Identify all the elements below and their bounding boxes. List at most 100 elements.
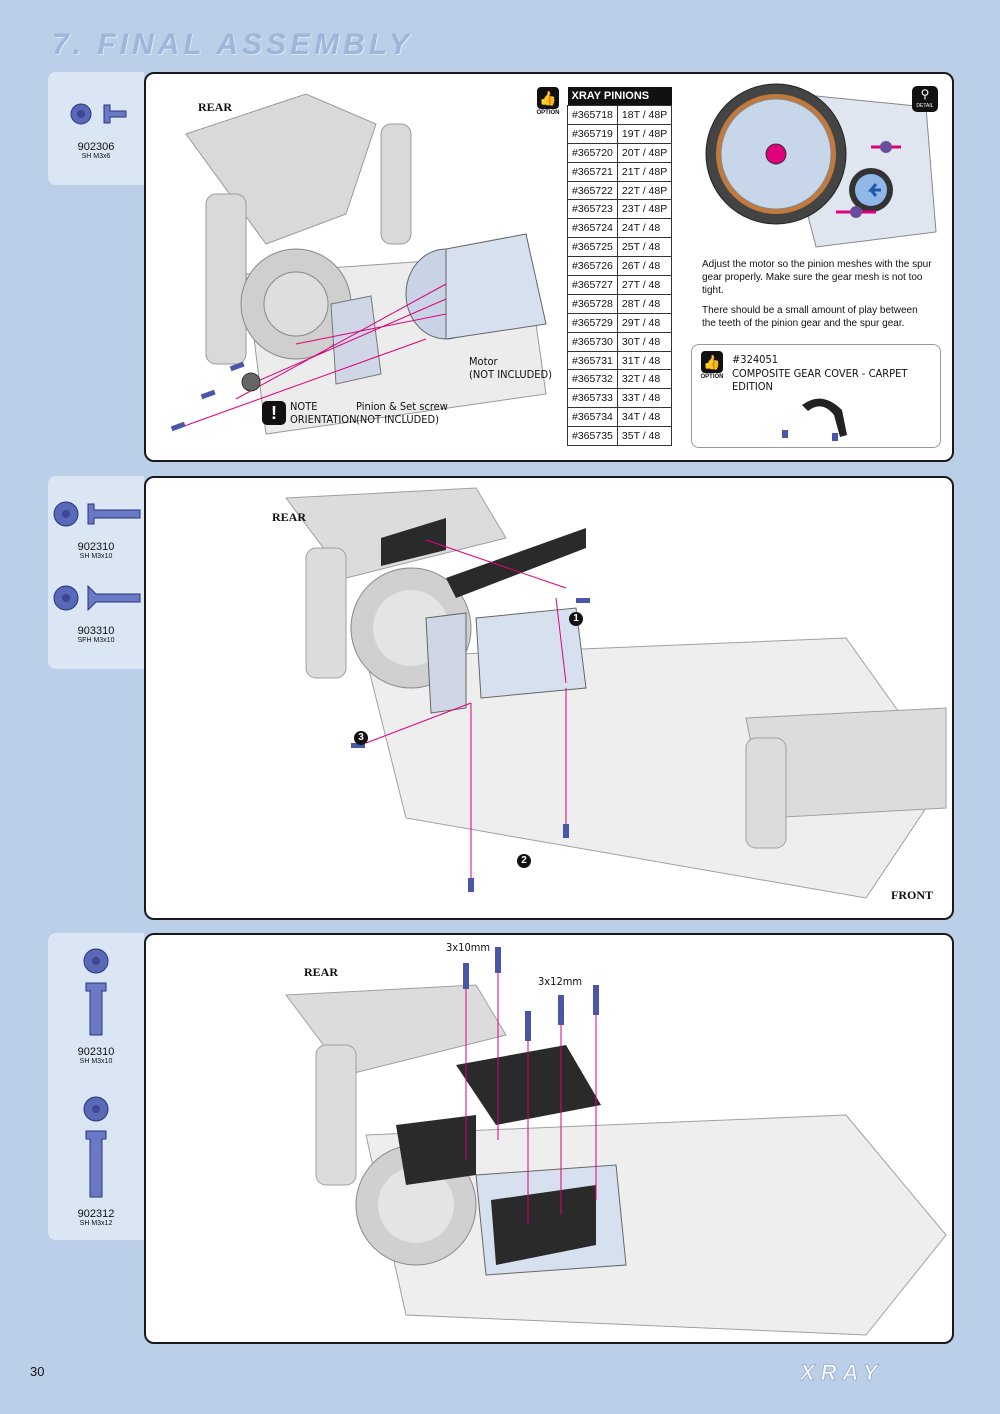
chassis-illustration (285, 487, 947, 899)
pinion-part-number: #365724 (567, 218, 618, 239)
part-902312: 902312 SH M3x12 (48, 1093, 144, 1227)
pinion-part-number: #365732 (567, 369, 618, 390)
part-902310: 902310 SH M3x10 (48, 945, 144, 1065)
option-text: OPTION (536, 110, 560, 116)
rear-label: REAR (272, 510, 307, 524)
pinion-label: Pinion & Set screw (NOT INCLUDED) (356, 400, 448, 426)
pinion-teeth-pitch: 20T / 48P (616, 142, 673, 163)
pinion-part-number: #365731 (567, 350, 618, 371)
detail-badge: ⚲ DETAIL (912, 86, 938, 112)
pinion-teeth-pitch: 25T / 48 (616, 237, 673, 258)
part-code: 902310 (77, 1046, 115, 1058)
part-902306: 902306 SH M3x6 (48, 96, 144, 160)
motor-label-line1: Motor (469, 355, 498, 368)
step-panel-2: REAR FRONT 1 2 3 (144, 476, 954, 920)
option-gear-cover-box: 👍 OPTION #324051 COMPOSITE GEAR COVER - … (691, 344, 941, 448)
parts-bag-1: 902306 SH M3x6 (48, 72, 144, 185)
note-label-line1: NOTE (290, 400, 318, 413)
gear-play-instruction: There should be a small amount of play b… (702, 305, 918, 329)
page-title: 7. FINAL ASSEMBLY (52, 28, 413, 61)
screw-size-3x10: 3x10mm (446, 941, 491, 954)
screw-icon (70, 103, 127, 125)
option-badge: 👍 OPTION (534, 87, 562, 116)
gear-mesh-instruction: Adjust the motor so the pinion meshes wi… (702, 259, 932, 296)
pinion-teeth-pitch: 22T / 48P (616, 180, 673, 201)
part-code: 903310 (77, 625, 115, 637)
step-number-2: 2 (517, 854, 531, 868)
part-desc: SH M3x6 (81, 153, 111, 160)
note-label: NOTE ORIENTATION (290, 400, 356, 426)
pinion-teeth-pitch: 32T / 48 (616, 369, 673, 390)
screw-icon (83, 948, 109, 1036)
detail-text: DETAIL (916, 103, 934, 109)
step-number-3: 3 (354, 731, 368, 745)
pinion-part-number: #365719 (567, 123, 618, 144)
option-part-code: #324051 (732, 353, 779, 366)
pinion-part-number: #365721 (567, 161, 618, 182)
pinion-part-number: #365733 (567, 388, 618, 409)
part-code: 902310 (77, 541, 115, 553)
part-903310: 903310 SFH M3x10 (48, 580, 144, 644)
part-902310: 902310 SH M3x10 (48, 496, 144, 560)
pinion-part-number: #365718 (567, 105, 618, 125)
pinion-teeth-pitch: 33T / 48 (616, 388, 673, 409)
motor-icon (475, 607, 587, 699)
part-code: 902306 (77, 141, 115, 153)
pinions-table-title: XRAY PINIONS (567, 87, 672, 106)
part-code: 902312 (77, 1208, 115, 1220)
parts-bag-3: 902310 SH M3x10 902312 SH M3x12 (48, 933, 144, 1240)
step-panel-1: REAR Motor (NOT INCLUDED) ! NOTE ORIENTA… (144, 72, 954, 462)
pinion-part-number: #365728 (567, 293, 618, 314)
pinion-part-number: #365727 (567, 275, 618, 295)
screw-icon (83, 1096, 109, 1198)
parts-bag-2: 902310 SH M3x10 903310 SFH M3x10 (48, 476, 144, 669)
pinion-teeth-pitch: 29T / 48 (616, 312, 673, 333)
xray-logo: XRAY (798, 1360, 950, 1389)
part-desc: SH M3x10 (79, 553, 113, 560)
screw-size-3x12: 3x12mm (538, 975, 583, 988)
pinion-teeth-pitch: 35T / 48 (616, 426, 673, 447)
pinion-teeth-pitch: 28T / 48 (616, 293, 673, 314)
motor-icon (405, 233, 547, 340)
option-part-name: COMPOSITE GEAR COVER - CARPET EDITION (732, 367, 908, 393)
option-text: OPTION (700, 374, 724, 380)
pinion-teeth-pitch: 19T / 48P (616, 123, 673, 144)
motor-label-line2: (NOT INCLUDED) (469, 368, 553, 381)
rear-label: REAR (198, 100, 233, 114)
motor-label: Motor (NOT INCLUDED) (469, 355, 552, 381)
pinion-part-number: #365735 (567, 426, 618, 447)
pinion-teeth-pitch: 34T / 48 (616, 407, 673, 428)
part-desc: SH M3x12 (79, 1220, 113, 1227)
step-panel-3: REAR 3x10mm 3x12mm (144, 933, 954, 1344)
thumbs-up-icon: 👍 (537, 87, 559, 109)
pinion-teeth-pitch: 31T / 48 (616, 350, 673, 371)
gear-mesh-detail (705, 83, 937, 248)
pinion-part-number: #365730 (567, 331, 618, 352)
option-badge: 👍 OPTION (698, 351, 726, 380)
pinion-teeth-pitch: 30T / 48 (616, 331, 673, 352)
pinion-teeth-pitch: 27T / 48 (616, 275, 673, 295)
front-label: FRONT (891, 888, 933, 902)
countersunk-screw-icon (53, 584, 141, 612)
pinion-part-number: #365726 (567, 256, 618, 277)
part-desc: SFH M3x10 (77, 637, 115, 644)
svg-text:XRAY: XRAY (800, 1360, 884, 1384)
pinion-part-number: #365729 (567, 312, 618, 333)
